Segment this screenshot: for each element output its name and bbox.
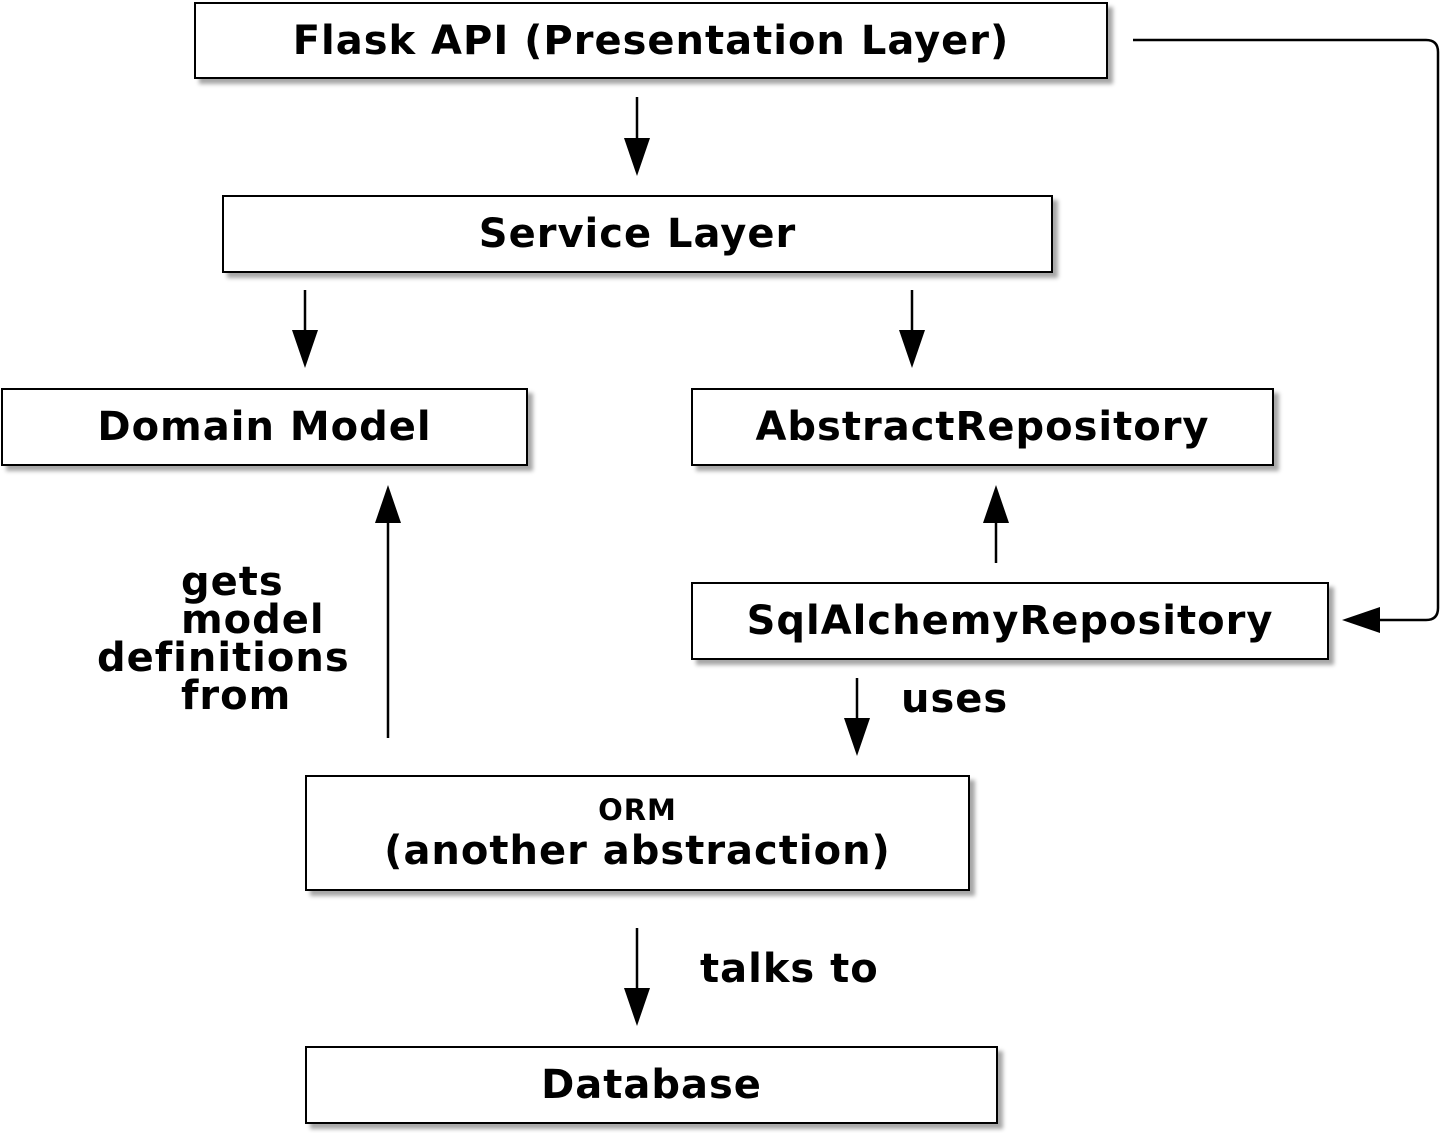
orm-node: ORM (another abstraction)	[305, 775, 970, 891]
database-label: Database	[541, 1062, 762, 1108]
flask-api-label: Flask API (Presentation Layer)	[292, 17, 1010, 64]
arrow-sql-repo-to-orm	[844, 678, 870, 756]
domain-model-node: Domain Model	[1, 388, 528, 466]
sqlalchemy-repository-node: SqlAlchemyRepository	[691, 582, 1329, 660]
talks-to-edge-label: talks to	[700, 946, 879, 992]
service-layer-label: Service Layer	[478, 211, 797, 257]
flask-api-node: Flask API (Presentation Layer)	[194, 2, 1108, 79]
gets-model-line-2: model	[181, 597, 325, 643]
sqlalchemy-repository-label: SqlAlchemyRepository	[746, 598, 1274, 644]
database-node: Database	[305, 1046, 998, 1124]
domain-model-label: Domain Model	[97, 404, 432, 450]
gets-model-line-3: definitions	[97, 635, 350, 681]
service-layer-node: Service Layer	[222, 195, 1053, 273]
gets-model-edge-label: gets model definitions from	[97, 559, 350, 719]
arrow-orm-to-domain	[375, 485, 401, 738]
orm-label: ORM	[598, 793, 677, 827]
abstract-repository-label: AbstractRepository	[755, 404, 1210, 450]
arrow-flask-to-service	[624, 97, 650, 176]
orm-sublabel: (another abstraction)	[384, 828, 891, 874]
arrow-service-to-abstract-repo	[899, 290, 925, 368]
arrow-flask-to-sql-repo	[1133, 38, 1440, 633]
arrow-sql-repo-to-abstract-repo	[983, 485, 1009, 563]
arrow-service-to-domain	[292, 290, 318, 368]
arrow-orm-to-database	[624, 928, 650, 1026]
uses-edge-label: uses	[901, 676, 1009, 722]
gets-model-line-1: gets	[181, 559, 284, 605]
gets-model-line-4: from	[181, 673, 292, 719]
abstract-repository-node: AbstractRepository	[691, 388, 1274, 466]
